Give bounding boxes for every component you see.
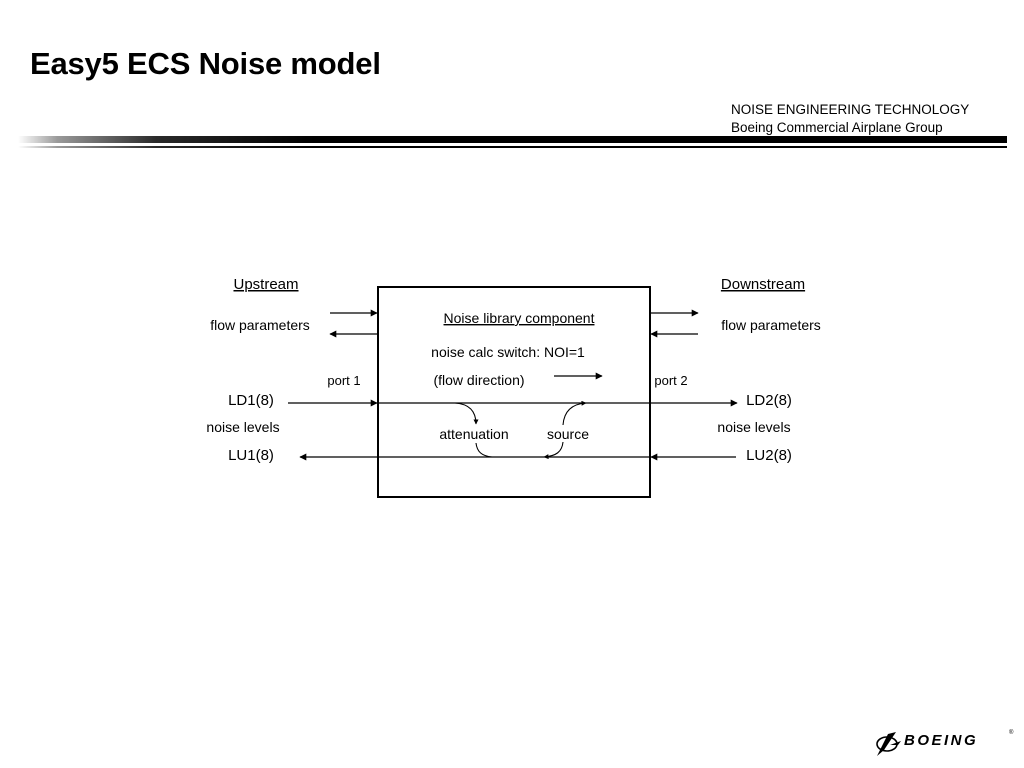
component-title: Noise library component xyxy=(444,310,595,326)
port-2-label: port 2 xyxy=(654,373,687,388)
attenuation-curve-return xyxy=(475,442,493,458)
header-rule-thick xyxy=(18,136,1007,143)
ld1-label: LD1(8) xyxy=(228,392,274,409)
noise-levels-left-label: noise levels xyxy=(206,419,279,435)
org-line-1: NOISE ENGINEERING TECHNOLOGY xyxy=(731,102,970,117)
page-title: Easy5 ECS Noise model xyxy=(30,46,381,81)
source-curve-down xyxy=(543,441,564,460)
noise-levels-right-label: noise levels xyxy=(717,419,790,435)
port-1-label: port 1 xyxy=(327,373,360,388)
attenuation-label: attenuation xyxy=(439,426,508,442)
flow-parameters-left-label: flow parameters xyxy=(210,317,310,333)
upstream-label: Upstream xyxy=(233,276,298,293)
ld2-label: LD2(8) xyxy=(746,392,792,409)
lu1-label: LU1(8) xyxy=(228,447,274,464)
boeing-wordmark: BOEING xyxy=(904,732,979,749)
boeing-symbol-icon xyxy=(876,732,901,756)
component-box xyxy=(377,286,651,498)
source-label: source xyxy=(547,426,589,442)
source-curve-up xyxy=(562,400,587,426)
downstream-label: Downstream xyxy=(721,276,805,293)
noise-calc-switch-label: noise calc switch: NOI=1 xyxy=(431,344,585,360)
organization-header: NOISE ENGINEERING TECHNOLOGY Boeing Comm… xyxy=(731,101,969,137)
attenuation-curve-down xyxy=(454,402,479,425)
header-rule-thin xyxy=(18,146,1007,148)
boeing-logo: BOEING ® xyxy=(874,728,1020,762)
registered-mark: ® xyxy=(1009,730,1014,736)
flow-parameters-right-label: flow parameters xyxy=(721,317,821,333)
org-line-2: Boeing Commercial Airplane Group xyxy=(731,120,943,135)
lu2-label: LU2(8) xyxy=(746,447,792,464)
flow-direction-label: (flow direction) xyxy=(433,372,524,388)
